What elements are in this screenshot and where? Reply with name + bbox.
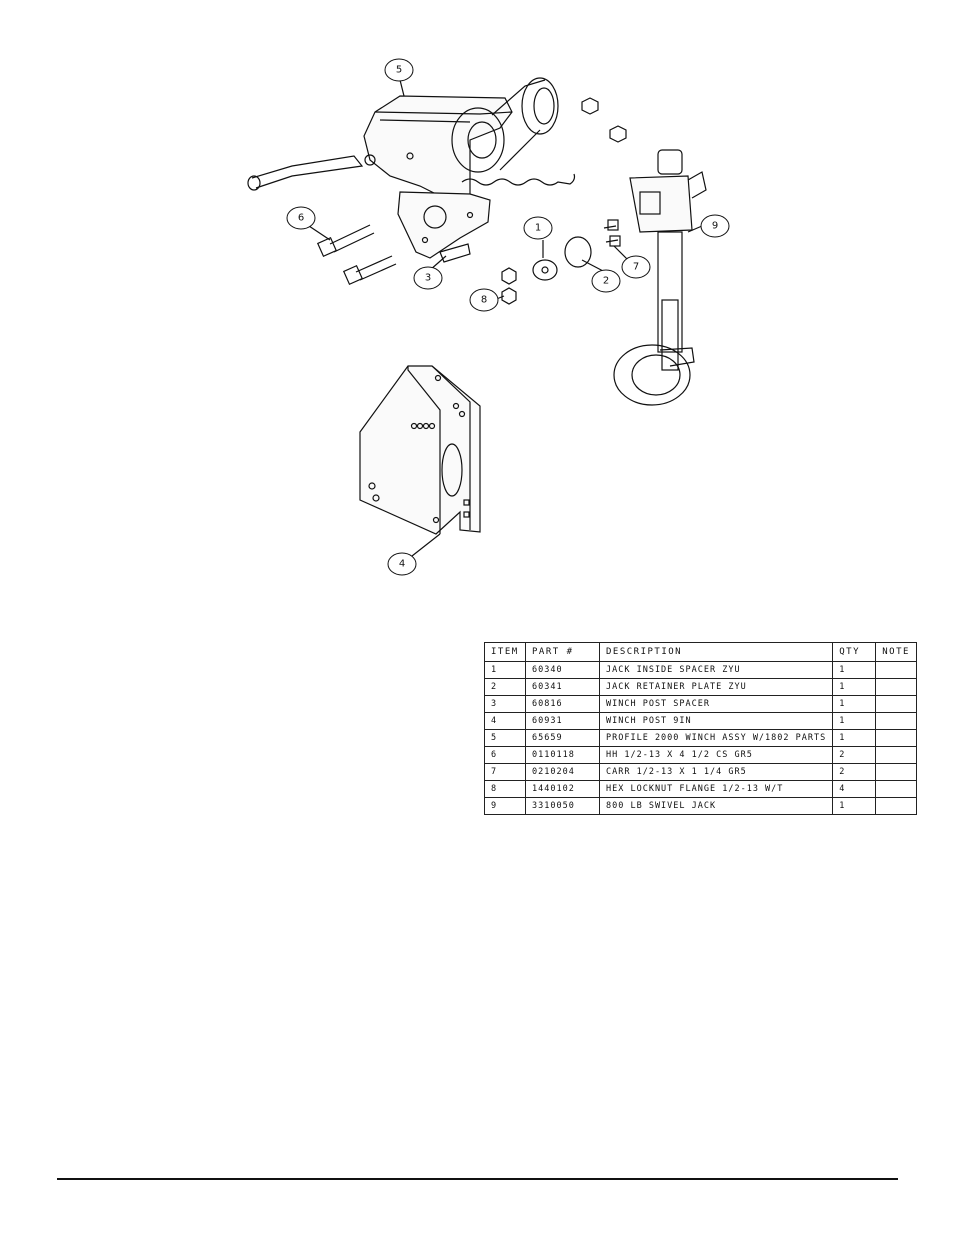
cell-description: HH 1/2-13 X 4 1/2 CS GR5 (598, 746, 834, 764)
cell-qty: 2 (832, 763, 877, 781)
cell-part: 60816 (525, 695, 600, 713)
header-description: DESCRIPTION (598, 642, 834, 662)
cell-item: 7 (484, 763, 526, 781)
callout-1 (523, 216, 553, 240)
cell-note (875, 695, 917, 713)
cell-qty: 1 (832, 712, 877, 730)
cell-item: 2 (484, 678, 526, 696)
winch-assembly (247, 77, 576, 259)
cell-note (875, 712, 917, 730)
cell-qty: 1 (832, 678, 877, 696)
cell-qty: 1 (832, 797, 877, 815)
exploded-parts-diagram: 1 2 3 4 5 6 7 8 9 (247, 58, 730, 576)
cell-part: 60341 (525, 678, 600, 696)
cell-part: 3310050 (525, 797, 600, 815)
header-item: ITEM (484, 642, 526, 662)
winch-post (359, 365, 481, 535)
header-part: PART # (525, 642, 600, 662)
cell-item: 5 (484, 729, 526, 747)
header-note: NOTE (875, 642, 917, 662)
cell-item: 8 (484, 780, 526, 798)
cell-part: 1440102 (525, 780, 600, 798)
callout-label-6: 6 (298, 213, 304, 224)
callout-label-3: 3 (425, 273, 431, 284)
callout-label-8: 8 (481, 295, 487, 306)
callout-label-4: 4 (399, 559, 405, 570)
cell-qty: 2 (832, 746, 877, 764)
cell-qty: 1 (832, 729, 877, 747)
callout-label-1: 1 (535, 223, 541, 234)
cell-part: 0210204 (525, 763, 600, 781)
cell-part: 0110118 (525, 746, 600, 764)
callout-2 (591, 269, 621, 293)
cell-description: WINCH POST SPACER (598, 695, 834, 713)
cell-description: JACK INSIDE SPACER ZYU (598, 661, 834, 679)
cell-note (875, 678, 917, 696)
cell-description: 800 LB SWIVEL JACK (598, 797, 834, 815)
swivel-jack (613, 149, 707, 406)
callout-4 (387, 552, 417, 576)
table-header-row: ITEM PART # DESCRIPTION QTY NOTE (484, 642, 917, 662)
cell-part: 60340 (525, 661, 600, 679)
cell-note (875, 746, 917, 764)
callout-label-9: 9 (712, 221, 718, 232)
cell-part: 60931 (525, 712, 600, 730)
cell-item: 6 (484, 746, 526, 764)
cell-description: WINCH POST 9IN (598, 712, 834, 730)
callout-label-5: 5 (396, 65, 402, 76)
cell-part: 65659 (525, 729, 600, 747)
callout-label-7: 7 (633, 262, 639, 273)
cell-description: JACK RETAINER PLATE ZYU (598, 678, 834, 696)
callout-7 (621, 255, 651, 279)
cell-item: 1 (484, 661, 526, 679)
callout-6 (286, 206, 316, 230)
callout-9 (700, 214, 730, 238)
callout-label-2: 2 (603, 276, 609, 287)
header-qty: QTY (832, 642, 877, 662)
cell-qty: 4 (832, 780, 877, 798)
cell-item: 9 (484, 797, 526, 815)
cell-note (875, 797, 917, 815)
cell-qty: 1 (832, 661, 877, 679)
cell-qty: 1 (832, 695, 877, 713)
cell-note (875, 661, 917, 679)
cell-description: CARR 1/2-13 X 1 1/4 GR5 (598, 763, 834, 781)
cell-item: 4 (484, 712, 526, 730)
callout-3 (413, 266, 443, 290)
cell-note (875, 780, 917, 798)
callout-8 (469, 288, 499, 312)
cell-description: PROFILE 2000 WINCH ASSY W/1802 PARTS (598, 729, 834, 747)
cell-item: 3 (484, 695, 526, 713)
cell-description: HEX LOCKNUT FLANGE 1/2-13 W/T (598, 780, 834, 798)
cell-note (875, 729, 917, 747)
callout-5 (384, 58, 414, 82)
footer-divider (57, 1178, 898, 1180)
cell-note (875, 763, 917, 781)
